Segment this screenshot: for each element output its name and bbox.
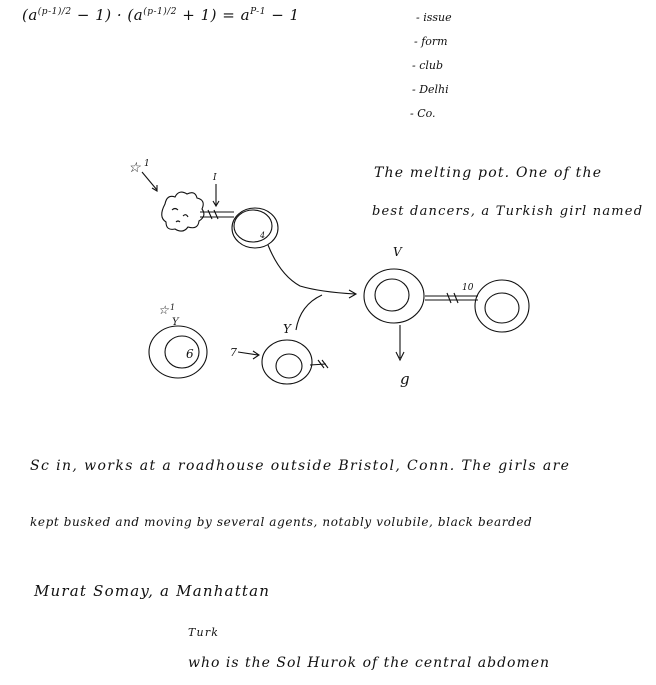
formula-left: (a <box>22 6 38 24</box>
cloud-shape <box>161 191 205 232</box>
note-right-line1: The melting pot. One of the <box>374 165 603 181</box>
node-outer <box>148 325 208 379</box>
cloud-dots <box>171 207 189 223</box>
star-icon: ☆ <box>128 160 142 176</box>
node-inner <box>484 292 520 324</box>
node-outer <box>363 268 425 324</box>
connector <box>425 292 478 304</box>
node-num: 4 <box>259 231 265 240</box>
svg-text:Y: Y <box>172 317 180 328</box>
list-item: - form <box>414 35 448 48</box>
note-line5: who is the Sol Hurok of the central abdo… <box>188 655 551 671</box>
connector <box>309 359 329 369</box>
note-right-line2: best dancers, a Turkish girl named <box>372 204 644 219</box>
curve-link <box>267 244 356 295</box>
note-line1: Sc in, works at a roadhouse outside Bris… <box>30 458 571 474</box>
formula-exp2: (p-1)/2 <box>143 7 178 17</box>
formula-exp3: P-1 <box>250 7 266 17</box>
curve-arrow <box>348 289 358 299</box>
node-inner <box>374 278 410 312</box>
list-item: - club <box>412 59 444 72</box>
node-outer <box>474 279 530 333</box>
small-arrow <box>237 350 260 360</box>
label-g: g <box>400 370 410 388</box>
node-outer <box>231 207 279 249</box>
arrow-head <box>151 185 158 192</box>
node-inner <box>233 209 273 243</box>
list-item: - issue <box>416 11 452 24</box>
formula: (a(p-1)/2 − 1) · (a(p-1)/2 + 1) = aP-1 −… <box>22 6 300 24</box>
down-arrow <box>212 184 220 208</box>
label-i: I <box>212 173 217 183</box>
node-inner <box>164 335 200 369</box>
curve-link <box>295 294 323 331</box>
star-num: 1 <box>170 303 175 312</box>
list-item: - Delhi <box>412 83 449 96</box>
formula-exp1: (p-1)/2 <box>37 7 72 17</box>
arrow-line <box>141 171 158 191</box>
node-outer <box>261 339 313 385</box>
formula-middle: − 1) · (a <box>71 6 144 24</box>
node-num: 6 <box>186 347 194 361</box>
star-icon: ☆ <box>158 303 170 317</box>
node-inner <box>275 353 303 379</box>
label-7: 7 <box>230 346 237 359</box>
down-arrow <box>395 325 405 362</box>
connector <box>200 209 234 220</box>
node-num: 10 <box>462 283 474 293</box>
note-line3: Murat Somay, a Manhattan <box>34 582 271 600</box>
note-line2: kept busked and moving by several agents… <box>30 515 533 529</box>
note-line4: Turk <box>188 626 220 639</box>
label-y: Y <box>283 322 292 336</box>
word-list: - issue - form - club - Delhi - Co. <box>410 6 452 126</box>
list-item: - Co. <box>410 107 436 120</box>
formula-tail: − 1 <box>265 6 300 24</box>
label-v: V <box>393 245 403 259</box>
formula-right: + 1) = a <box>177 6 251 24</box>
star-num: 1 <box>144 159 150 169</box>
